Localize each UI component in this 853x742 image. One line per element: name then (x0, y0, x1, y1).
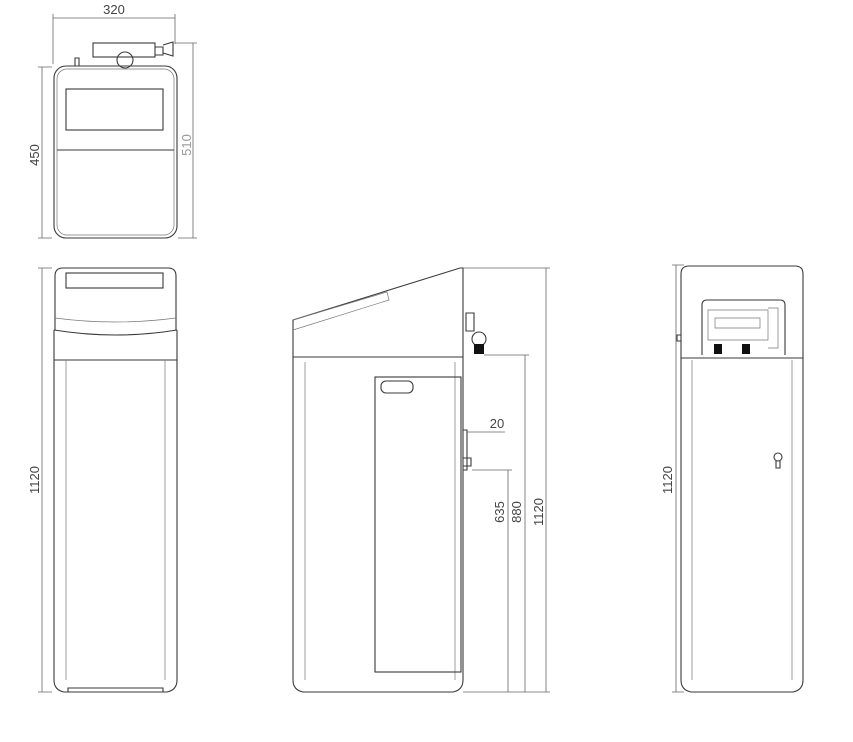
lid-edge (54, 317, 177, 323)
display-panel (65, 88, 164, 131)
total-depth-dimension-line (175, 42, 197, 239)
depth-dimension: 450 (27, 144, 42, 166)
height-dimension-line (463, 267, 550, 693)
back-view: 1120 (660, 264, 804, 693)
valve-body (92, 42, 156, 58)
keyhole-icon (773, 452, 783, 462)
height-dimension: 1120 (531, 498, 546, 526)
inlet-offset-dimension: 20 (490, 416, 504, 431)
height-dimension: 1120 (27, 466, 42, 494)
cabinet (680, 357, 804, 693)
lid (54, 267, 177, 330)
drain-height-dimension: 635 (492, 501, 507, 523)
cabinet-panel-lines (691, 360, 793, 680)
top-view: 320 450 510 (27, 2, 197, 239)
valve-opening (701, 299, 786, 355)
sloped-lid (292, 267, 464, 358)
display-panel (65, 272, 164, 289)
drain-fitting (463, 429, 472, 471)
control-valve (707, 307, 779, 349)
valve-port (116, 51, 134, 69)
depth-dimension-line (38, 66, 52, 239)
total-depth-dimension: 510 (179, 134, 194, 156)
valve-stem (465, 312, 475, 332)
inlet-connector (714, 344, 722, 354)
lid (680, 265, 804, 359)
cabinet-outline (53, 65, 178, 239)
inlet-connector (474, 344, 484, 354)
height-dimension: 1120 (660, 466, 675, 494)
bypass-fitting (676, 334, 681, 342)
overflow-nozzle (74, 57, 80, 66)
salt-door (374, 376, 462, 673)
cabinet-inner-outline (56, 68, 175, 236)
base (67, 687, 164, 692)
inlet-height-dimension-line (484, 354, 529, 692)
cabinet (292, 356, 464, 693)
door-handle (380, 380, 414, 394)
valve-fitting (155, 41, 174, 57)
valve-port (471, 331, 487, 347)
cabinet-panel-lines (304, 362, 456, 680)
cabinet (53, 329, 178, 693)
height-dimension-line (38, 267, 52, 693)
keyhole-stem (775, 461, 781, 469)
width-dimension-line (52, 14, 176, 64)
side-view: 20 635 880 1120 (292, 267, 550, 693)
height-dimension-line (672, 264, 684, 693)
lid-handle (292, 291, 390, 331)
width-dimension: 320 (103, 2, 125, 17)
inlet-height-dimension: 880 (509, 501, 524, 523)
front-view: 1120 (27, 267, 178, 693)
drain-height-dimension-line (472, 469, 512, 692)
outlet-connector (742, 344, 750, 354)
cabinet-panel-lines (65, 360, 166, 680)
